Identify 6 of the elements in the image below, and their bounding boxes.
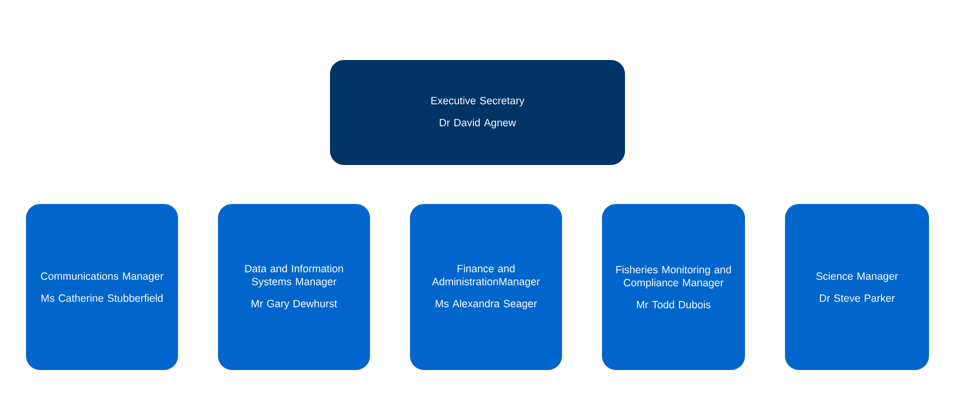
org-box: Communications Manager Ms Catherine Stubberfield: [26, 204, 178, 370]
org-box: Executive Secretary Dr David Agnew: [330, 60, 625, 165]
org-box: Data and Information Systems Manager Mr Gary Dewhurst: [218, 204, 370, 370]
org-box: Fisheries Monitoring and Compliance Manager Mr Todd Dubois: [602, 204, 745, 370]
org-box: Finance and AdministrationManager Ms Alexandra Seager: [410, 204, 562, 370]
org-box: Science Manager Dr Steve Parker: [785, 204, 929, 370]
